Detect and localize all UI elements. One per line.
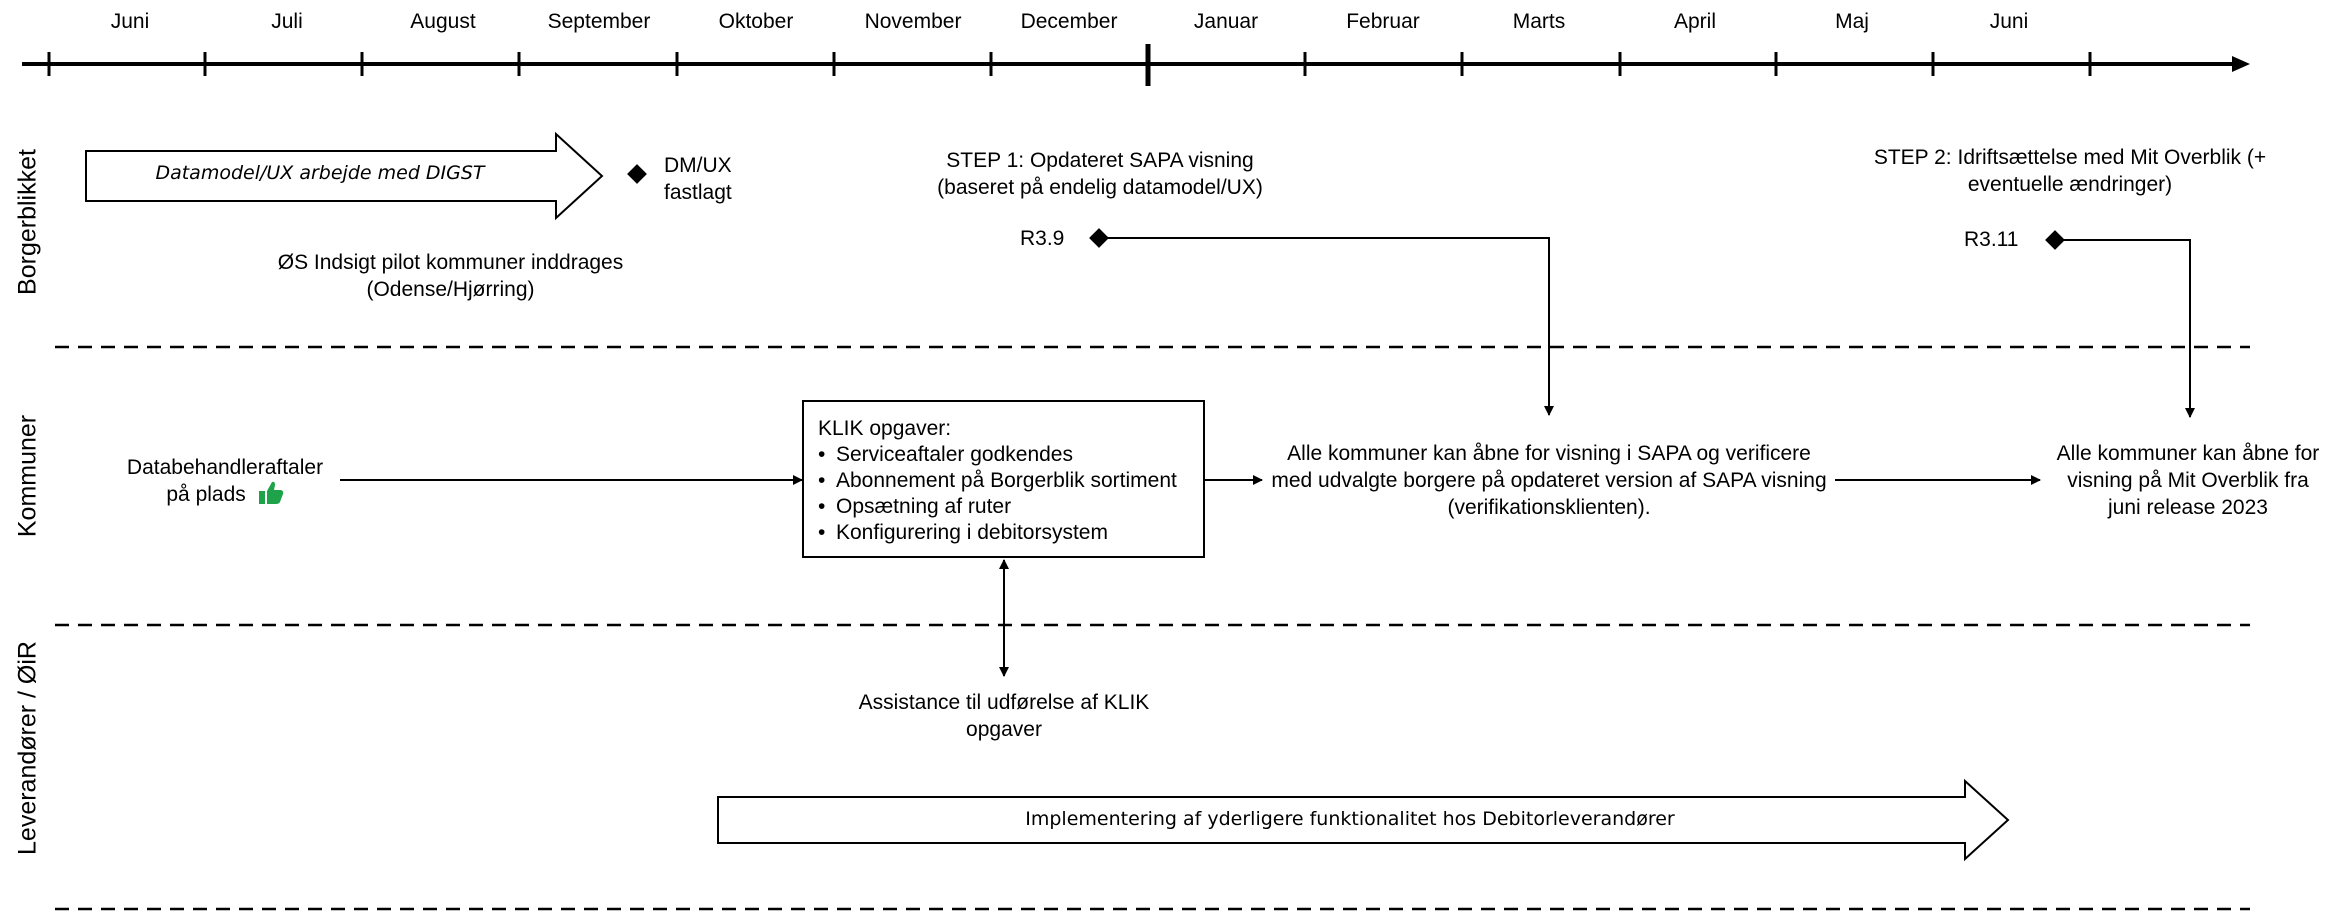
step2-text: STEP 2: Idriftsættelse med Mit Overblik …: [1873, 146, 2267, 196]
month-label: August: [410, 10, 476, 33]
klik-list: Serviceaftaler godkendes Abonnement på B…: [818, 442, 1203, 546]
implementering-block-arrow: [717, 778, 2010, 862]
month-label: Oktober: [718, 10, 794, 33]
month-label: Februar: [1346, 10, 1420, 33]
list-item: Opsætning af ruter: [818, 494, 1203, 520]
databehandler-label: Databehandleraftaler på plads: [126, 456, 324, 506]
lane-label-borgerblikket: Borgerblikket: [13, 149, 42, 295]
r311-connector: [2055, 239, 2195, 418]
timeline-ticks: [47, 52, 2092, 76]
lane-label-kommuner: Kommuner: [13, 414, 42, 538]
pilot-text: ØS Indsigt pilot kommuner inddrages (Ode…: [277, 251, 624, 301]
lane-label-leverandorer: Leverandører / ØiR: [13, 641, 42, 855]
month-label: September: [547, 10, 651, 33]
thumbs-up-icon: [258, 481, 283, 504]
month-label: November: [864, 10, 962, 33]
r39-label: R3.9: [1020, 227, 1065, 250]
klik-opgaver-box: KLIK opgaver: Serviceaftaler godkendes A…: [802, 400, 1205, 558]
datamodel-arrow-label: Datamodel/UX arbejde med DIGST: [155, 162, 485, 184]
month-label: Juni: [1989, 10, 2029, 33]
r39-connector: [1099, 237, 1554, 416]
klik-title: KLIK opgaver:: [818, 417, 952, 440]
dm-milestone-label: DM/UX fastlagt: [664, 154, 732, 204]
alle-kommuner-sapa-text: Alle kommuner kan åbne for visning i SAP…: [1271, 442, 1827, 519]
databehandler-text: Databehandleraftaler på plads: [120, 454, 330, 508]
dm-milestone-diamond: [627, 164, 647, 184]
list-item: Serviceaftaler godkendes: [818, 442, 1203, 468]
assistance-text: Assistance til udførelse af KLIK opgaver: [858, 691, 1150, 741]
timeline-axis: [22, 44, 2250, 86]
r311-label: R3.11: [1964, 228, 2019, 251]
implementering-arrow-label: Implementering af yderligere funktionali…: [1025, 808, 1675, 830]
month-label: Juli: [271, 10, 303, 33]
month-label: April: [1673, 10, 1716, 33]
month-label: Marts: [1512, 10, 1566, 33]
month-label: Juni: [110, 10, 150, 33]
list-item: Konfigurering i debitorsystem: [818, 520, 1203, 546]
month-label: December: [1020, 10, 1118, 33]
step1-text: STEP 1: Opdateret SAPA visning (baseret …: [937, 149, 1263, 199]
datamodel-block-arrow: [85, 131, 604, 221]
list-item: Abonnement på Borgerblik sortiment: [818, 468, 1203, 494]
month-label: Maj: [1835, 10, 1869, 33]
alle-kommuner-mit-text: Alle kommuner kan åbne for visning på Mi…: [2056, 442, 2320, 519]
timeline-arrowhead: [2232, 56, 2250, 72]
month-label: Januar: [1193, 10, 1259, 33]
